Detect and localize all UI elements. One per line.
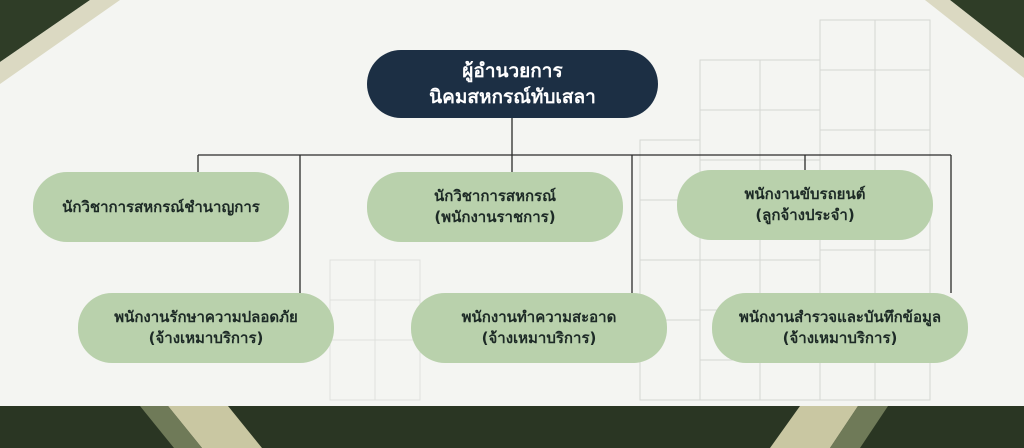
node-cooperative-specialist: นักวิชาการสหกรณ์ชำนาญการ xyxy=(33,172,289,242)
node-6-line-2: (จ้างเหมาบริการ) xyxy=(782,329,898,347)
node-cooperative-officer: นักวิชาการสหกรณ์ (พนักงานราชการ) xyxy=(367,172,623,242)
node-2-line-1: นักวิชาการสหกรณ์ xyxy=(433,187,557,205)
root-line-1: ผู้อำนวยการ xyxy=(462,60,563,82)
node-cleaner: พนักงานทำความสะอาด (จ้างเหมาบริการ) xyxy=(411,293,667,363)
root-node-director: ผู้อำนวยการ นิคมสหกรณ์ทับเสลา xyxy=(367,50,658,118)
node-3-line-1: พนักงานขับรถยนต์ xyxy=(744,185,866,203)
bottom-left-accent xyxy=(168,406,262,448)
node-4-line-2: (จ้างเหมาบริการ) xyxy=(148,329,264,347)
node-driver: พนักงานขับรถยนต์ (ลูกจ้างประจำ) xyxy=(677,170,933,240)
root-line-2: นิคมสหกรณ์ทับเสลา xyxy=(429,86,596,108)
bottom-right-accent xyxy=(770,406,858,448)
node-4-line-1: พนักงานรักษาความปลอดภัย xyxy=(114,308,298,326)
node-security-guard: พนักงานรักษาความปลอดภัย (จ้างเหมาบริการ) xyxy=(78,293,334,363)
node-3-line-2: (ลูกจ้างประจำ) xyxy=(755,206,855,224)
node-surveyor-data-entry: พนักงานสำรวจและบันทึกข้อมูล (จ้างเหมาบริ… xyxy=(712,293,968,363)
node-1-line-1: นักวิชาการสหกรณ์ชำนาญการ xyxy=(62,197,260,216)
node-2-line-2: (พนักงานราชการ) xyxy=(434,208,556,226)
node-5-line-1: พนักงานทำความสะอาด xyxy=(461,308,617,326)
node-5-line-2: (จ้างเหมาบริการ) xyxy=(481,329,597,347)
node-6-line-1: พนักงานสำรวจและบันทึกข้อมูล xyxy=(738,308,942,326)
